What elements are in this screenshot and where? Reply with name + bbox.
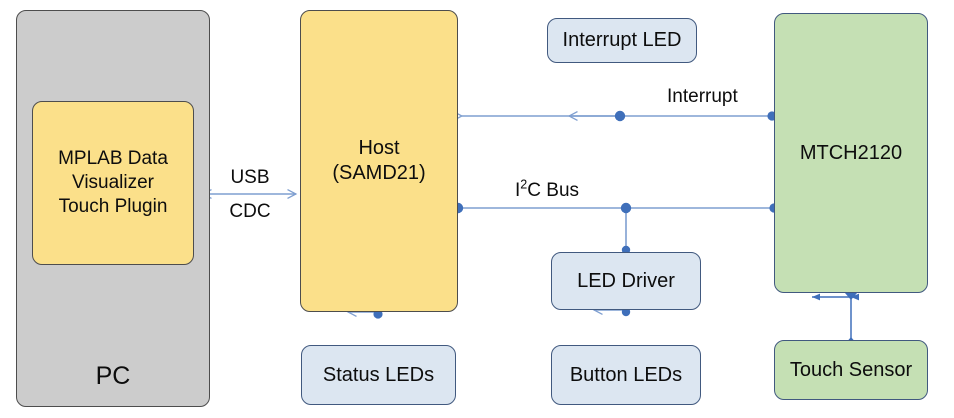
node-mplab-line1: MPLAB Data (58, 148, 168, 170)
node-interrupt-led[interactable]: Interrupt LED (547, 18, 697, 63)
junction-dot (614, 110, 626, 122)
node-status-leds[interactable]: Status LEDs (301, 345, 456, 405)
edge-label-cdc: CDC (215, 201, 285, 224)
node-interrupt-led-label: Interrupt LED (562, 29, 682, 51)
node-host-line2: (SAMD21) (332, 162, 426, 184)
edge-i2c-bus (452, 202, 779, 255)
node-button-leds-label: Button LEDs (569, 363, 683, 386)
node-host-samd21[interactable]: Host (SAMD21) (300, 10, 458, 312)
junction-dot (620, 202, 632, 214)
node-led-driver-label: LED Driver (577, 269, 675, 292)
node-host-line1: Host (358, 137, 400, 159)
node-touch-sensor-label: Touch Sensor (789, 358, 913, 381)
i2c-superscript: 2 (520, 177, 528, 192)
edge-mtch-touch-sensor (812, 293, 859, 344)
edge-label-interrupt: Interrupt (663, 86, 742, 109)
node-mtch2120[interactable]: MTCH2120 (774, 13, 928, 293)
i2c-suffix: C Bus (527, 180, 580, 201)
node-status-leds-label: Status LEDs (322, 363, 435, 386)
node-mplab-line3: Touch Plugin (58, 195, 168, 217)
i2c-prefix: I (515, 180, 521, 201)
edge-label-i2c-bus: I2C Bus (511, 177, 584, 203)
node-button-leds[interactable]: Button LEDs (551, 345, 701, 405)
node-mplab-line2: Visualizer (71, 172, 155, 194)
edge-label-usb: USB (215, 167, 285, 190)
node-mplab-data-visualizer-touch-plugin[interactable]: MPLAB Data Visualizer Touch Plugin (32, 101, 194, 265)
edge-interrupt (453, 110, 777, 122)
node-mtch2120-label: MTCH2120 (799, 141, 903, 164)
node-pc-label: PC (95, 361, 131, 390)
node-touch-sensor[interactable]: Touch Sensor (774, 340, 928, 400)
edge-label-usb-cdc: USB CDC (215, 167, 285, 224)
node-led-driver[interactable]: LED Driver (551, 252, 701, 310)
